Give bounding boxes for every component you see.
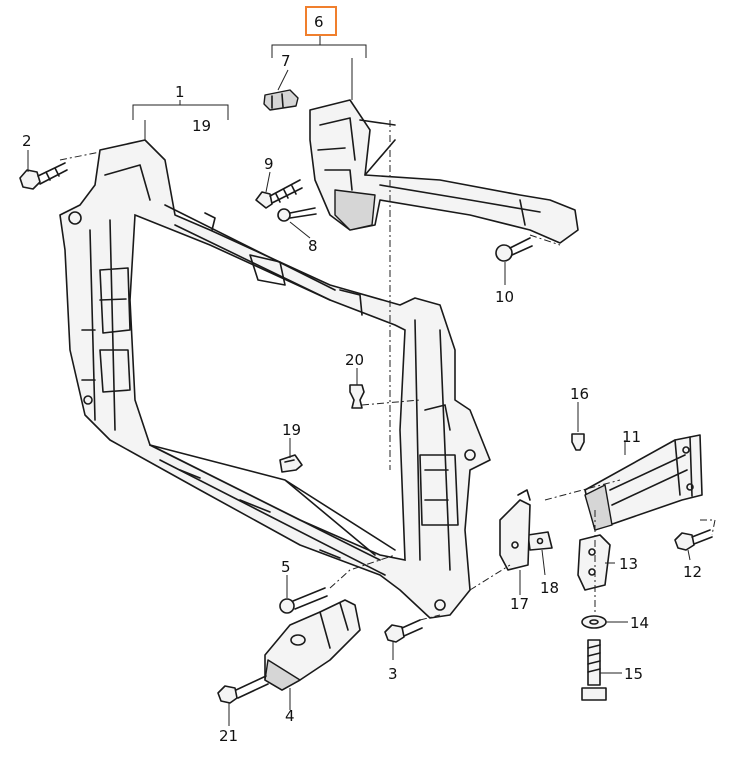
- washer-part-14[interactable]: [581, 615, 607, 629]
- clip-part-19[interactable]: [279, 454, 303, 473]
- bolt-part-2[interactable]: [19, 162, 68, 190]
- bolt-part-10[interactable]: [495, 237, 533, 262]
- callout-6[interactable]: 6: [314, 13, 324, 31]
- crash-box-part-11[interactable]: [584, 434, 703, 531]
- callout-2[interactable]: 2: [22, 132, 32, 150]
- bracket-part-13[interactable]: [577, 534, 611, 591]
- callout-3[interactable]: 3: [388, 665, 398, 683]
- callout-19-mid[interactable]: 19: [282, 421, 301, 439]
- callout-10[interactable]: 10: [495, 288, 514, 306]
- grommet-part-20[interactable]: [349, 384, 365, 409]
- callout-12[interactable]: 12: [683, 563, 702, 581]
- callout-16[interactable]: 16: [570, 385, 589, 403]
- callout-13[interactable]: 13: [619, 555, 638, 573]
- assembly-line: [529, 234, 561, 246]
- callout-17[interactable]: 17: [510, 595, 529, 613]
- callout-7[interactable]: 7: [281, 52, 291, 70]
- callout-15[interactable]: 15: [624, 665, 643, 683]
- bolt-part-21[interactable]: [217, 675, 269, 704]
- callout-8[interactable]: 8: [308, 237, 318, 255]
- callout-21[interactable]: 21: [219, 727, 238, 745]
- callout-14[interactable]: 14: [630, 614, 649, 632]
- bolt-part-12[interactable]: [674, 529, 713, 551]
- bracket-part-4[interactable]: [264, 599, 361, 691]
- bracket-part-17[interactable]: [499, 489, 531, 571]
- callout-highlight-box: [305, 6, 337, 36]
- callout-18[interactable]: 18: [540, 579, 559, 597]
- bolt-part-9[interactable]: [255, 179, 303, 209]
- callout-9[interactable]: 9: [264, 155, 274, 173]
- bolt-part-8[interactable]: [277, 207, 317, 222]
- lock-carrier-bracket[interactable]: [309, 99, 579, 244]
- grommet-part-16[interactable]: [571, 433, 585, 451]
- assembly-line: [59, 151, 101, 161]
- leader-lines: [27, 36, 691, 726]
- assembly-line: [361, 399, 421, 406]
- callout-19-top[interactable]: 19: [192, 117, 211, 135]
- callout-4[interactable]: 4: [285, 707, 295, 725]
- callout-11[interactable]: 11: [622, 428, 641, 446]
- bolt-part-15[interactable]: [581, 639, 607, 701]
- callout-5[interactable]: 5: [281, 558, 291, 576]
- callout-20[interactable]: 20: [345, 351, 364, 369]
- assembly-line: [329, 554, 396, 589]
- bracket-part-18[interactable]: [527, 531, 553, 551]
- assembly-line: [544, 479, 621, 501]
- bolt-part-5[interactable]: [279, 587, 328, 614]
- assembly-line: [700, 519, 716, 536]
- clip-part-7[interactable]: [263, 89, 299, 111]
- assembly-line: [419, 614, 441, 621]
- radiator-support-frame[interactable]: [59, 139, 491, 619]
- assembly-line: [469, 564, 511, 591]
- bolt-part-3[interactable]: [384, 619, 423, 643]
- callout-1[interactable]: 1: [175, 83, 185, 101]
